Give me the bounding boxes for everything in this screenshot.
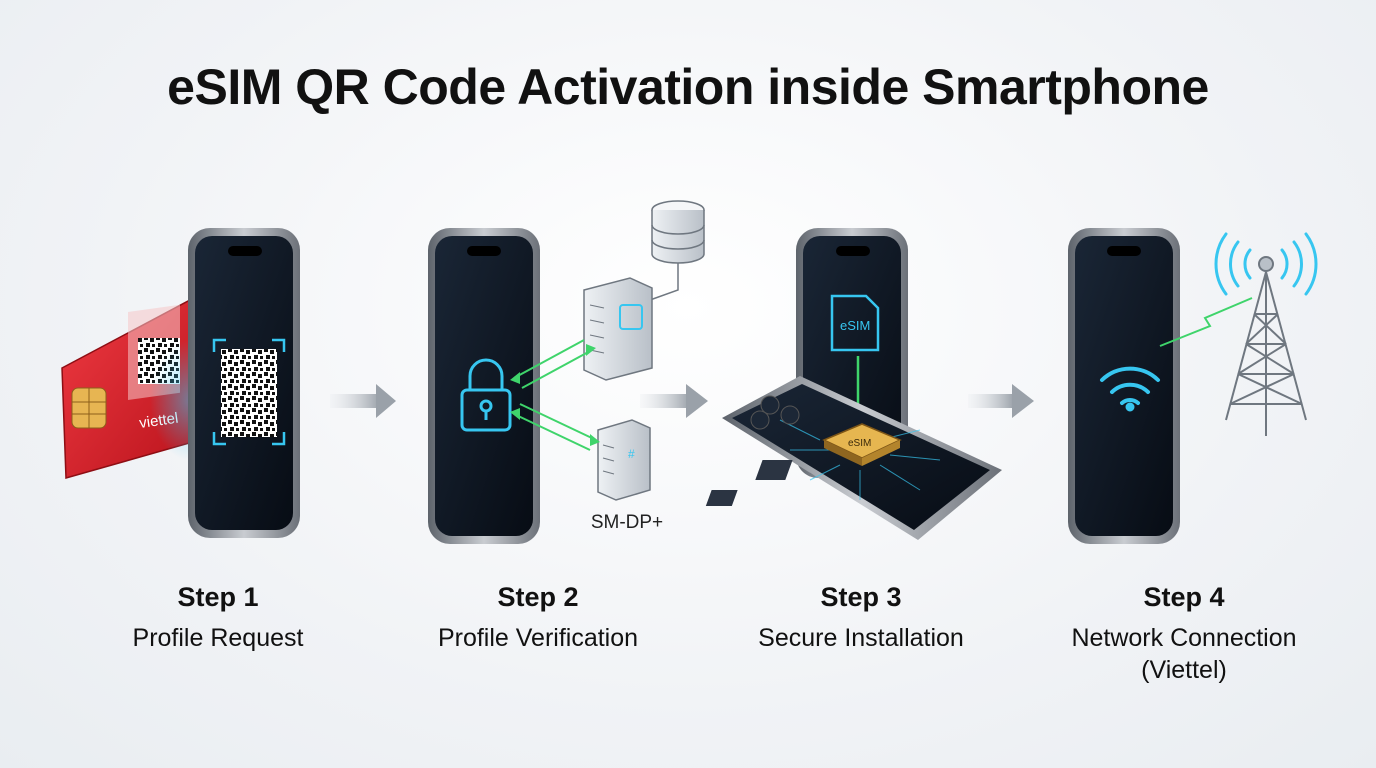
phone-1 <box>188 228 300 538</box>
server-label: SM-DP+ <box>590 512 664 533</box>
esim-profile-icon: eSIM <box>830 294 880 352</box>
phone-4 <box>1068 228 1180 544</box>
svg-text:#: # <box>628 447 635 461</box>
page-title: eSIM QR Code Activation inside Smartphon… <box>167 59 1209 115</box>
database-icon <box>649 200 705 301</box>
radio-waves-icon <box>1214 232 1318 296</box>
step-label: Secure Installation <box>758 624 964 652</box>
server-top-icon <box>583 277 653 381</box>
step2-illustration: # <box>428 200 705 544</box>
arrow-1 <box>330 384 396 418</box>
step-4-caption: Step 4 Network Connection (Viettel) <box>1044 580 1324 686</box>
arrow-3 <box>968 384 1034 418</box>
padlock-icon <box>460 358 512 432</box>
step-number: Step 1 <box>177 582 259 612</box>
step-number: Step 4 <box>1143 582 1225 612</box>
arrow-2 <box>640 384 708 418</box>
step-label: Profile Verification <box>437 624 639 652</box>
signal-link <box>1159 297 1253 347</box>
sim-chip-icon <box>71 387 107 429</box>
chip-text: eSIM <box>848 438 871 449</box>
step-number: Step 3 <box>820 582 902 612</box>
step1-illustration: viettel <box>61 228 300 538</box>
phone-qr-code <box>221 349 277 437</box>
step4-illustration <box>1068 228 1318 544</box>
scan-frame-icon <box>212 338 286 446</box>
phone-3-lying: eSIM <box>705 376 1002 540</box>
step-label: Profile Request <box>132 624 304 652</box>
step-number: Step 2 <box>497 582 579 612</box>
wifi-icon <box>1100 366 1160 412</box>
step-2-caption: Step 2 Profile Verification <box>398 580 678 654</box>
step-sublabel: (Viettel) <box>1141 656 1227 684</box>
verification-arrows <box>513 339 597 451</box>
server-bottom-icon: # <box>597 419 651 501</box>
cell-tower-icon <box>1225 256 1307 436</box>
step-1-caption: Step 1 Profile Request <box>78 580 358 654</box>
step3-illustration: eSIM <box>705 228 1002 540</box>
step-label: Network Connection <box>1071 624 1297 652</box>
esim-profile-text: eSIM <box>840 318 870 333</box>
step-3-caption: Step 3 Secure Installation <box>721 580 1001 654</box>
phone-2 <box>428 228 540 544</box>
esim-chip-icon: eSIM <box>822 423 902 466</box>
